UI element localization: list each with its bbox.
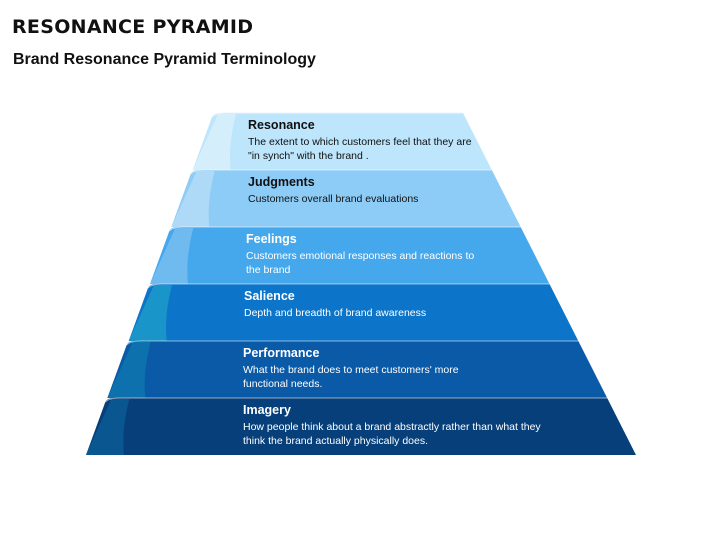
tier-description: The extent to which customers feel that … xyxy=(248,136,472,162)
tier-edge-imagery xyxy=(104,397,608,403)
tier-description: Depth and breadth of brand awareness xyxy=(244,307,427,319)
tier-description: How people think about a brand abstractl… xyxy=(243,421,541,447)
tier-facet-performance xyxy=(107,342,151,398)
tier-band-salience xyxy=(128,284,579,341)
tier-name: Performance xyxy=(243,346,320,360)
tier-name: Salience xyxy=(244,289,295,303)
tier-band-judgments xyxy=(171,170,521,227)
tier-facet-imagery xyxy=(86,399,130,455)
tier-facet-judgments xyxy=(171,171,215,227)
tier-band-imagery xyxy=(86,398,636,455)
tier-name: Judgments xyxy=(248,175,315,189)
tier-band-resonance xyxy=(192,113,492,170)
slide-title: RESONANCE PYRAMID xyxy=(12,16,254,38)
tier-description: Customers emotional responses and reacti… xyxy=(246,250,475,276)
tier-edge-judgments xyxy=(190,169,492,175)
tier-name: Resonance xyxy=(248,118,315,132)
tier-description: Customers overall brand evaluations xyxy=(248,193,419,205)
tier-edge-salience xyxy=(147,283,550,289)
tier-name: Feelings xyxy=(246,232,297,246)
tier-edge-performance xyxy=(126,340,579,346)
tier-facet-resonance xyxy=(192,114,236,170)
tier-band-feelings xyxy=(150,227,550,284)
tier-edge-resonance xyxy=(211,112,463,118)
tier-description: What the brand does to meet customers' m… xyxy=(243,364,459,390)
tier-name: Imagery xyxy=(243,403,291,417)
tier-facet-salience xyxy=(128,285,172,341)
tier-facet-feelings xyxy=(150,228,194,284)
tier-band-performance xyxy=(107,341,608,398)
tier-edge-feelings xyxy=(168,226,521,232)
slide-subtitle: Brand Resonance Pyramid Terminology xyxy=(13,51,316,68)
